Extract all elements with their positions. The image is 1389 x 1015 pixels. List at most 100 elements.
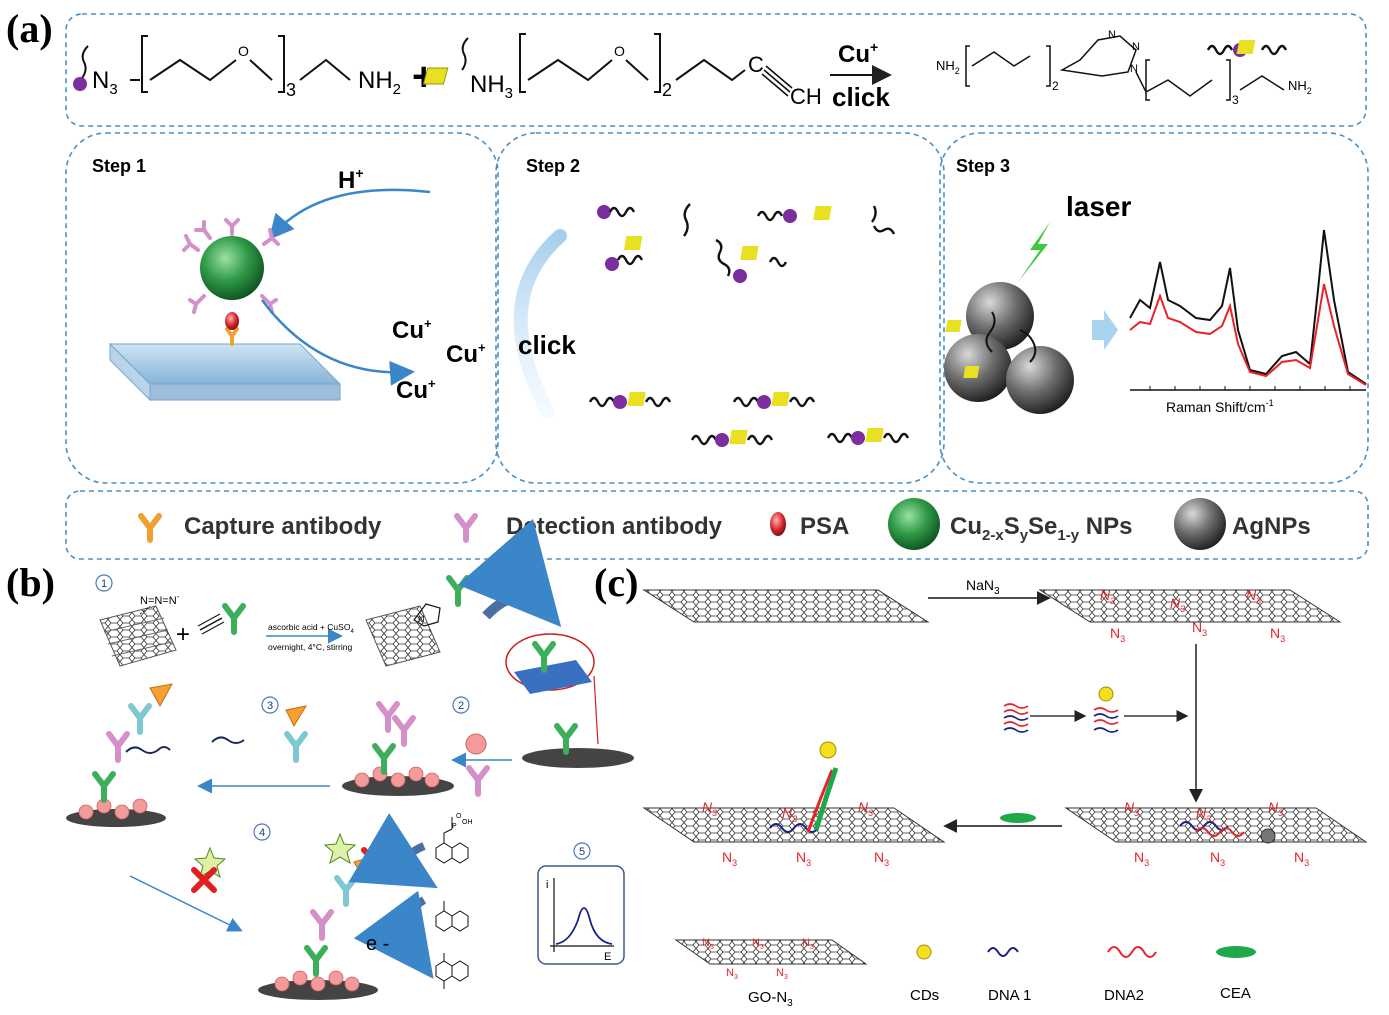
- panel-b-letter: (b): [6, 560, 55, 605]
- step-number-badges: 1 2 3 4 5: [95, 574, 591, 860]
- amine-group: NH2: [358, 67, 401, 98]
- laser-label: laser: [1066, 191, 1131, 222]
- azide-groups-top: N3 N3 N3: [1100, 587, 1261, 614]
- triazole-n-2: N: [1132, 41, 1140, 53]
- curved-arrow: [457, 518, 562, 628]
- step2: Step 2 click: [513, 156, 910, 447]
- label-icon: [285, 705, 308, 728]
- carbon-dot-icon: [1098, 686, 1114, 702]
- svg-text:N3: N3: [796, 849, 811, 868]
- phosphate-o: O: [456, 813, 462, 820]
- naphthol: [435, 901, 469, 932]
- arrow-top-label: Cu+: [838, 39, 878, 68]
- agnp-legend-icon: [1174, 498, 1226, 550]
- svg-text:N3: N3: [1100, 587, 1115, 606]
- legend-capture: Capture antibody: [184, 513, 382, 540]
- alkyne-ch: CH: [790, 84, 822, 109]
- repeat-count-1: 3: [286, 80, 296, 100]
- wiggle-bond: [81, 45, 89, 79]
- step1-title: Step 1: [92, 156, 146, 176]
- antibody-icon: [225, 606, 243, 632]
- panel-b: (b) 1 2 3 4 5 N=N=N- + ascorbic acid + C…: [6, 518, 634, 1000]
- svg-text:N3: N3: [1110, 625, 1125, 644]
- spectrum-black: [1129, 229, 1367, 385]
- spectrum-red: [1129, 283, 1367, 386]
- cross-icon: [191, 867, 217, 893]
- svg-text:N3: N3: [782, 805, 797, 824]
- proton-arrow: [268, 188, 431, 240]
- step1: Step 1 H+ Cu+ Cu+: [92, 156, 486, 404]
- yellow-tag-icon: [1236, 40, 1256, 54]
- oxygen-label-2: O: [614, 43, 625, 59]
- free-fragments: [597, 203, 896, 283]
- legend-frame: [65, 490, 1369, 560]
- phosphate-oh: OH: [462, 819, 473, 826]
- azide-label: N=N=N-: [140, 592, 180, 607]
- svg-text:N3: N3: [752, 937, 764, 951]
- go-n3-sheet: [1038, 589, 1342, 623]
- antibody-icon: [449, 578, 467, 604]
- capture-antibody-legend-icon: [138, 513, 162, 543]
- svg-text:N3: N3: [1294, 849, 1309, 868]
- product-amine-left: NH2: [936, 58, 960, 76]
- proton-label: H+: [338, 165, 364, 194]
- triazole-ring-b: [413, 603, 441, 627]
- click-arc-arrow: [513, 229, 567, 419]
- azide-groups-c4: N3 N3 N3: [702, 799, 873, 824]
- release-arrow: [260, 299, 415, 386]
- reaction-scheme: N3 O 3 NH2 + NH3 O 2 C CH Cu: [73, 29, 1312, 112]
- product-amine-right: NH2: [1288, 78, 1312, 96]
- svg-text:N3: N3: [1196, 805, 1211, 824]
- cu-ion-2: Cu+: [446, 340, 486, 368]
- panel-a-legend: Capture antibody Detection antibody PSA …: [138, 498, 1311, 550]
- naphthoquinone: [435, 953, 469, 989]
- svg-text:N3: N3: [1210, 849, 1225, 868]
- dna2-legend-icon: [1107, 946, 1157, 958]
- triazole-n-3: N: [1130, 63, 1138, 75]
- cu-np-legend-icon: [888, 498, 940, 550]
- panel-c: (c) NaN3 N3 N3 N3 N3 N3 N3: [594, 560, 1368, 1009]
- legend-detection: Detection antibody: [506, 513, 723, 540]
- cu-ion-3: Cu+: [396, 376, 436, 404]
- reaction-frame: [65, 13, 1367, 127]
- antibody-icon: [469, 768, 487, 794]
- cea-icon: [1000, 813, 1036, 823]
- svg-text:N3: N3: [726, 967, 738, 981]
- svg-text:N3: N3: [802, 937, 814, 951]
- nan3-label: NaN3: [966, 577, 1000, 597]
- oxygen-label: O: [238, 43, 249, 59]
- plot-x-label: E: [604, 951, 611, 963]
- click-label: click: [518, 330, 576, 360]
- voltammogram-frame: [537, 865, 625, 965]
- azide-groups-bottom: N3 N3 N3: [1110, 619, 1285, 644]
- raman-spectrum: Raman Shift/cm-1: [1129, 229, 1367, 415]
- voltammogram-peak: [555, 907, 613, 945]
- electrode-disk: [522, 748, 634, 768]
- step3: Step 3 laser Raman Shift/cm-1: [944, 156, 1367, 415]
- naphthyl-phosphate: [435, 817, 469, 864]
- agnp-icon: [966, 282, 1034, 350]
- svg-text:N3: N3: [776, 967, 788, 981]
- plus-sign: +: [412, 55, 435, 99]
- svg-text:N3: N3: [1124, 799, 1139, 818]
- svg-text:N3: N3: [1246, 587, 1261, 606]
- svg-text:N3: N3: [1170, 595, 1185, 614]
- azide-groups-c3: N3 N3 N3: [1124, 799, 1283, 824]
- svg-text:N3: N3: [1134, 849, 1149, 868]
- product-repeat-left: 2: [1052, 79, 1059, 93]
- svg-text:N3: N3: [1192, 619, 1207, 638]
- go-n3-legend-icon: [674, 939, 868, 965]
- clicked-products: [588, 392, 910, 447]
- repeat-count-2: 2: [662, 80, 672, 100]
- step3-frame: [939, 132, 1369, 484]
- svg-text:N3: N3: [702, 799, 717, 818]
- plot-y-label: i: [546, 879, 548, 891]
- dna1-legend-icon: [987, 947, 1019, 957]
- arrow-bottom-label: click: [832, 82, 890, 112]
- step1-frame: [65, 132, 499, 484]
- triazole-n: N: [1108, 29, 1116, 41]
- triazole-n-b: N: [418, 614, 425, 624]
- dna-duplex-2: [1093, 707, 1119, 733]
- enzyme-icon: [211, 736, 245, 744]
